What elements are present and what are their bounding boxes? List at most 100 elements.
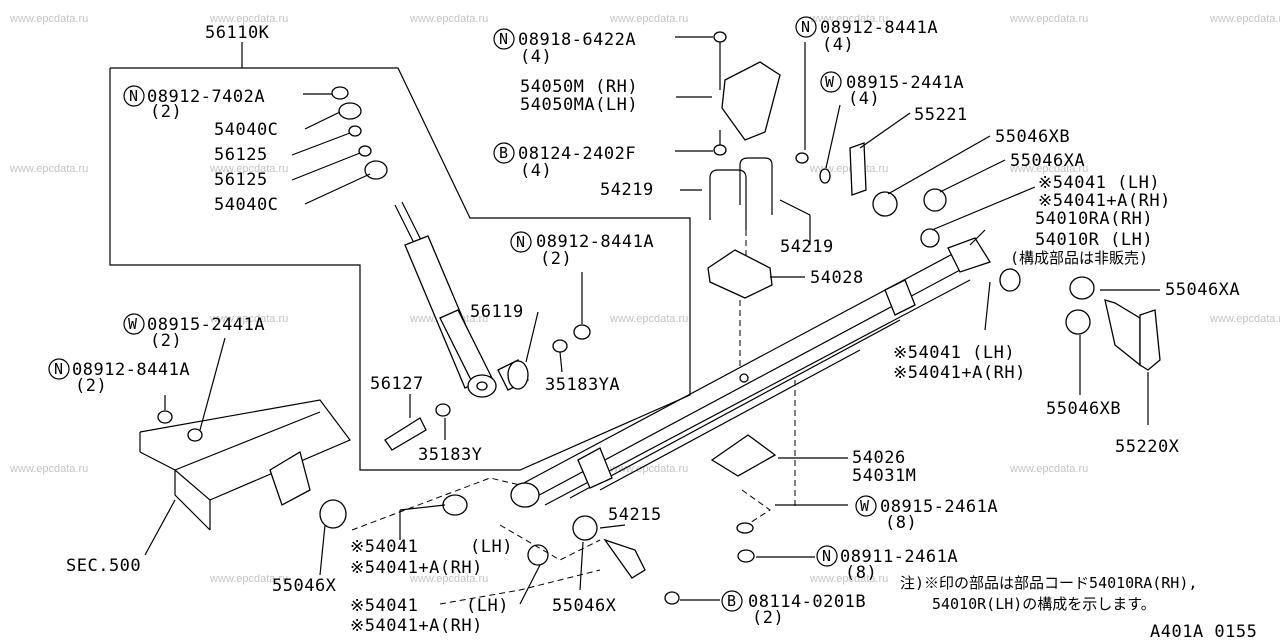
svg-text:(2): (2): [150, 102, 182, 122]
svg-text:N: N: [516, 233, 525, 251]
nut: [573, 324, 591, 340]
label-56125: 56125: [214, 170, 268, 190]
label-54040c: 54040C: [214, 120, 278, 140]
leaders-shock: [291, 93, 583, 440]
label-56119: 56119: [470, 302, 524, 322]
footnote-line-1: 注)※印の部品は部品コード54010RA(RH),: [900, 574, 1197, 592]
watermarks: www.epcdata.ru www.epcdata.ru www.epcdat…: [9, 13, 1280, 585]
watermark-text: www.epcdata.ru: [9, 463, 88, 475]
svg-text:(8): (8): [885, 513, 917, 533]
label-55046xa: 55046XA: [1165, 280, 1240, 300]
svg-text:N: N: [499, 30, 508, 48]
label-54041a-rh: ※54041+A(RH): [350, 558, 483, 578]
leader-line: [319, 524, 326, 576]
svg-text:(LH): (LH): [466, 596, 509, 616]
svg-text:N: N: [822, 547, 831, 565]
svg-text:(8): (8): [845, 563, 877, 583]
svg-text:W: W: [128, 315, 138, 333]
svg-text:(4): (4): [520, 161, 552, 181]
footnote-line-2: 54010R(LH)の構成を示します。: [932, 595, 1156, 613]
label-sec500: SEC.500: [66, 556, 141, 576]
watermark-text: www.epcdata.ru: [1009, 163, 1088, 175]
bump-bushing: [497, 359, 529, 391]
label-08912-8441a: 08912-8441A: [72, 360, 190, 380]
label-55046xa: 55046XA: [1010, 151, 1085, 171]
washer: [552, 339, 568, 353]
shock-kit-outline: [109, 67, 691, 471]
svg-text:(4): (4): [848, 89, 880, 109]
upper-washers: [331, 86, 388, 180]
svg-text:N: N: [54, 360, 63, 378]
leaf-spring: [510, 237, 991, 508]
label-54041-lh: ※54041 (LH): [893, 343, 1015, 363]
label-08124-2402f: 08124-2402F: [518, 144, 636, 164]
label-55046xb: 55046XB: [995, 127, 1070, 147]
lower-plate: [710, 380, 796, 563]
label-08912-8441a: 08912-8441A: [536, 232, 654, 252]
label-54050m: 54050M (RH): [520, 77, 638, 97]
spring-seat: [707, 249, 773, 299]
frame-rail: [139, 399, 351, 531]
shock-absorber: [394, 201, 497, 398]
label-55220x: 55220X: [1115, 437, 1180, 457]
svg-text:N: N: [801, 18, 810, 36]
label-08114-0201b: 08114-0201B: [748, 592, 866, 612]
watermark-text: www.epcdata.ru: [809, 13, 888, 25]
label-54041: ※54041: [350, 537, 418, 557]
label-56110k: 56110K: [205, 23, 270, 43]
label-54041-lh: ※54041 (LH): [1038, 173, 1160, 193]
label-54041: ※54041: [350, 596, 418, 616]
label-54031m: 54031M: [852, 466, 916, 486]
watermark-text: www.epcdata.ru: [9, 163, 88, 175]
label-35183y: 35183Y: [418, 445, 482, 465]
front-eye-parts: [351, 477, 680, 605]
label-54026: 54026: [852, 448, 906, 468]
watermark-text: www.epcdata.ru: [209, 163, 288, 175]
svg-text:(2): (2): [752, 608, 784, 628]
label-08915-2461a: 08915-2461A: [880, 497, 998, 517]
label-55046x: 55046X: [552, 596, 617, 616]
svg-text:N: N: [129, 87, 138, 105]
diagram-code: A401A 0155: [1150, 622, 1257, 640]
svg-text:(4): (4): [822, 35, 854, 55]
label-54215: 54215: [608, 505, 662, 525]
label-56125: 56125: [214, 145, 268, 165]
label-08912-7402a: 08912-7402A: [147, 87, 265, 107]
rear-shackle: [795, 142, 1161, 371]
label-08915-2441a: 08915-2441A: [846, 73, 964, 93]
watermark-text: www.epcdata.ru: [809, 573, 888, 585]
label-54010r: 54010R (LH): [1035, 230, 1153, 250]
label-08918-6422a: 08918-6422A: [518, 30, 636, 50]
watermark-text: www.epcdata.ru: [409, 573, 488, 585]
svg-text:W: W: [825, 73, 835, 91]
circled-letters: N N B N W N W N W N B: [48, 16, 877, 612]
spring-bracket: [713, 31, 781, 156]
leader-line: [144, 499, 176, 556]
label-08912-8441a: 08912-8441A: [820, 18, 938, 38]
label-56127: 56127: [370, 374, 424, 394]
watermark-text: www.epcdata.ru: [609, 313, 688, 325]
label-54028: 54028: [810, 268, 864, 288]
label-54010ra: 54010RA(RH): [1035, 209, 1153, 229]
watermark-text: www.epcdata.ru: [409, 13, 488, 25]
watermark-text: www.epcdata.ru: [209, 573, 288, 585]
label-08915-2441a: 08915-2441A: [147, 315, 265, 335]
label-54219: 54219: [600, 180, 654, 200]
leaders-main: [399, 36, 1160, 605]
part-labels: 56110K 08912-7402A (2) 54040C 56125 5612…: [66, 18, 1257, 640]
label-55221: 55221: [914, 105, 968, 125]
svg-text:W: W: [860, 497, 870, 515]
label-55046xb: 55046XB: [1046, 399, 1121, 419]
label-54050ma: 54050MA(LH): [520, 95, 638, 115]
label-54219: 54219: [780, 237, 834, 257]
watermark-text: www.epcdata.ru: [1009, 13, 1088, 25]
label-54041a-rh: ※54041+A(RH): [893, 363, 1026, 383]
lower-bolt: [384, 403, 451, 451]
watermark-text: www.epcdata.ru: [209, 313, 288, 325]
watermark-text: www.epcdata.ru: [9, 13, 88, 25]
svg-text:(4): (4): [520, 47, 552, 67]
label-54041a-rh: ※54041+A(RH): [350, 616, 483, 636]
label-kousei: (構成部品は非販売): [1010, 249, 1148, 267]
svg-text:(2): (2): [75, 376, 107, 396]
